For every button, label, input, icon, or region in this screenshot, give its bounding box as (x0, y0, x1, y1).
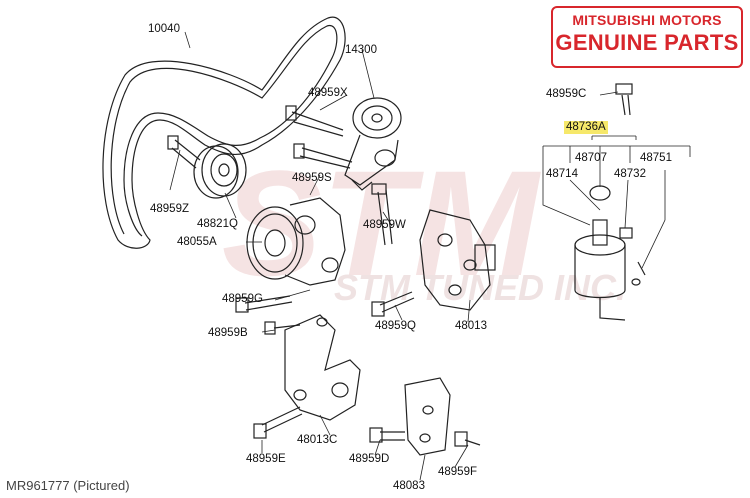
label-10040: 10040 (148, 23, 180, 35)
label-48959f: 48959F (438, 466, 478, 478)
idler-pulley (193, 143, 247, 199)
label-48055a: 48055A (177, 236, 217, 248)
label-48714: 48714 (546, 168, 578, 180)
leader-lines (169, 31, 691, 481)
label-48732: 48732 (614, 168, 646, 180)
watermark-subtext: STM TUNED INC. (334, 267, 626, 308)
stm-watermark: STM STM TUNED INC. (222, 170, 626, 308)
bracket-48013c (284, 314, 361, 421)
label-48959d: 48959D (349, 453, 390, 465)
label-14300: 14300 (345, 44, 377, 56)
label-48959x: 48959X (308, 87, 348, 99)
label-48959w: 48959W (363, 219, 406, 231)
label-48959g: 48959G (222, 293, 263, 305)
label-48821q: 48821Q (197, 218, 238, 230)
label-48013: 48013 (455, 320, 487, 332)
part-number-caption: MR961777 (Pictured) (6, 478, 130, 493)
logo-line1: MITSUBISHI MOTORS (572, 12, 722, 28)
label-48707: 48707 (575, 152, 607, 164)
label-48736a: 48736A (564, 121, 608, 134)
label-48083: 48083 (393, 480, 425, 492)
power-steering-pump (246, 197, 346, 286)
label-48959c: 48959C (546, 88, 587, 100)
drive-belt (102, 16, 346, 249)
bracket-48013 (419, 209, 496, 311)
label-48013c: 48013C (297, 434, 338, 446)
label-48959b: 48959B (208, 327, 248, 339)
tensioner-assembly (344, 97, 402, 191)
label-48959z: 48959Z (150, 203, 190, 215)
mitsubishi-genuine-parts-logo: MITSUBISHI MOTORS GENUINE PARTS (551, 6, 743, 68)
label-48751: 48751 (640, 152, 672, 164)
watermark-text: STM (222, 170, 542, 307)
reservoir (574, 185, 646, 321)
label-48959s: 48959S (292, 172, 332, 184)
logo-line2: GENUINE PARTS (555, 30, 739, 55)
label-48959q: 48959Q (375, 320, 416, 332)
bolt-shapes (167, 83, 633, 447)
bracket-48083 (404, 377, 451, 456)
label-48959e: 48959E (246, 453, 286, 465)
